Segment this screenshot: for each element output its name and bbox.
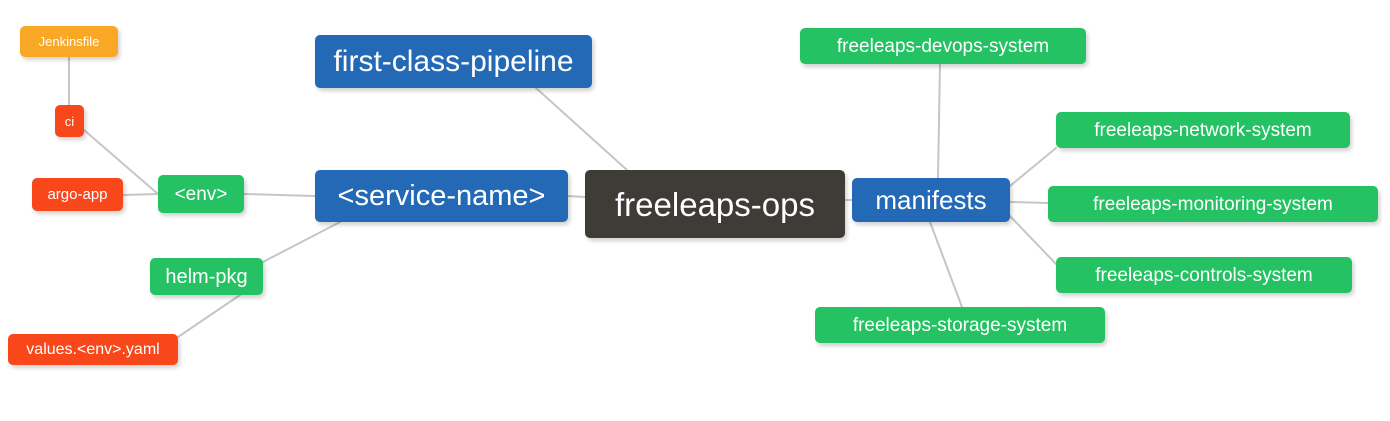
edge-manifests-to-freeleaps-monitoring-system [1009, 201, 1049, 204]
edge-values-yaml-to-helm-pkg [177, 294, 241, 338]
edge-helm-pkg-to-service-name [262, 221, 341, 263]
edge-service-name-to-freeleaps-ops [567, 195, 586, 198]
node-freeleaps-storage-system[interactable]: freeleaps-storage-system [815, 307, 1105, 343]
edge-ci-to-env [83, 129, 159, 195]
node-label: first-class-pipeline [333, 44, 574, 78]
edge-first-class-pipeline-to-freeleaps-ops [535, 87, 628, 171]
node-values-yaml[interactable]: values.<env>.yaml [8, 334, 178, 365]
edge-manifests-to-freeleaps-network-system [1009, 147, 1057, 187]
node-label: values.<env>.yaml [26, 340, 160, 358]
node-label: freeleaps-ops [615, 185, 815, 223]
node-label: freeleaps-controls-system [1095, 264, 1313, 286]
node-label: freeleaps-storage-system [852, 314, 1068, 336]
edge-manifests-to-freeleaps-devops-system [937, 63, 941, 179]
node-label: Jenkinsfile [38, 34, 100, 49]
node-label: <service-name> [337, 179, 546, 212]
node-freeleaps-monitoring-system[interactable]: freeleaps-monitoring-system [1048, 186, 1378, 222]
node-label: <env> [174, 183, 228, 205]
node-label: freeleaps-monitoring-system [1093, 193, 1333, 215]
node-label: freeleaps-network-system [1094, 119, 1312, 141]
node-service-name[interactable]: <service-name> [315, 170, 568, 222]
edge-argo-app-to-env [122, 193, 159, 196]
node-jenkinsfile[interactable]: Jenkinsfile [20, 26, 118, 57]
node-env[interactable]: <env> [158, 175, 244, 213]
node-argo-app[interactable]: argo-app [32, 178, 123, 211]
edge-manifests-to-freeleaps-controls-system [1009, 215, 1057, 265]
node-label: manifests [875, 185, 987, 215]
node-freeleaps-network-system[interactable]: freeleaps-network-system [1056, 112, 1350, 148]
edge-env-to-service-name [243, 193, 316, 197]
node-ci[interactable]: ci [55, 105, 84, 137]
node-label: freeleaps-devops-system [836, 35, 1050, 57]
edge-manifests-to-freeleaps-storage-system [929, 221, 963, 308]
node-label: helm-pkg [165, 265, 248, 288]
node-freeleaps-devops-system[interactable]: freeleaps-devops-system [800, 28, 1086, 64]
node-freeleaps-ops[interactable]: freeleaps-ops [585, 170, 845, 238]
node-label: ci [64, 113, 75, 129]
node-freeleaps-controls-system[interactable]: freeleaps-controls-system [1056, 257, 1352, 293]
node-label: argo-app [47, 186, 108, 203]
node-manifests[interactable]: manifests [852, 178, 1010, 222]
node-helm-pkg[interactable]: helm-pkg [150, 258, 263, 295]
node-first-class-pipeline[interactable]: first-class-pipeline [315, 35, 592, 88]
